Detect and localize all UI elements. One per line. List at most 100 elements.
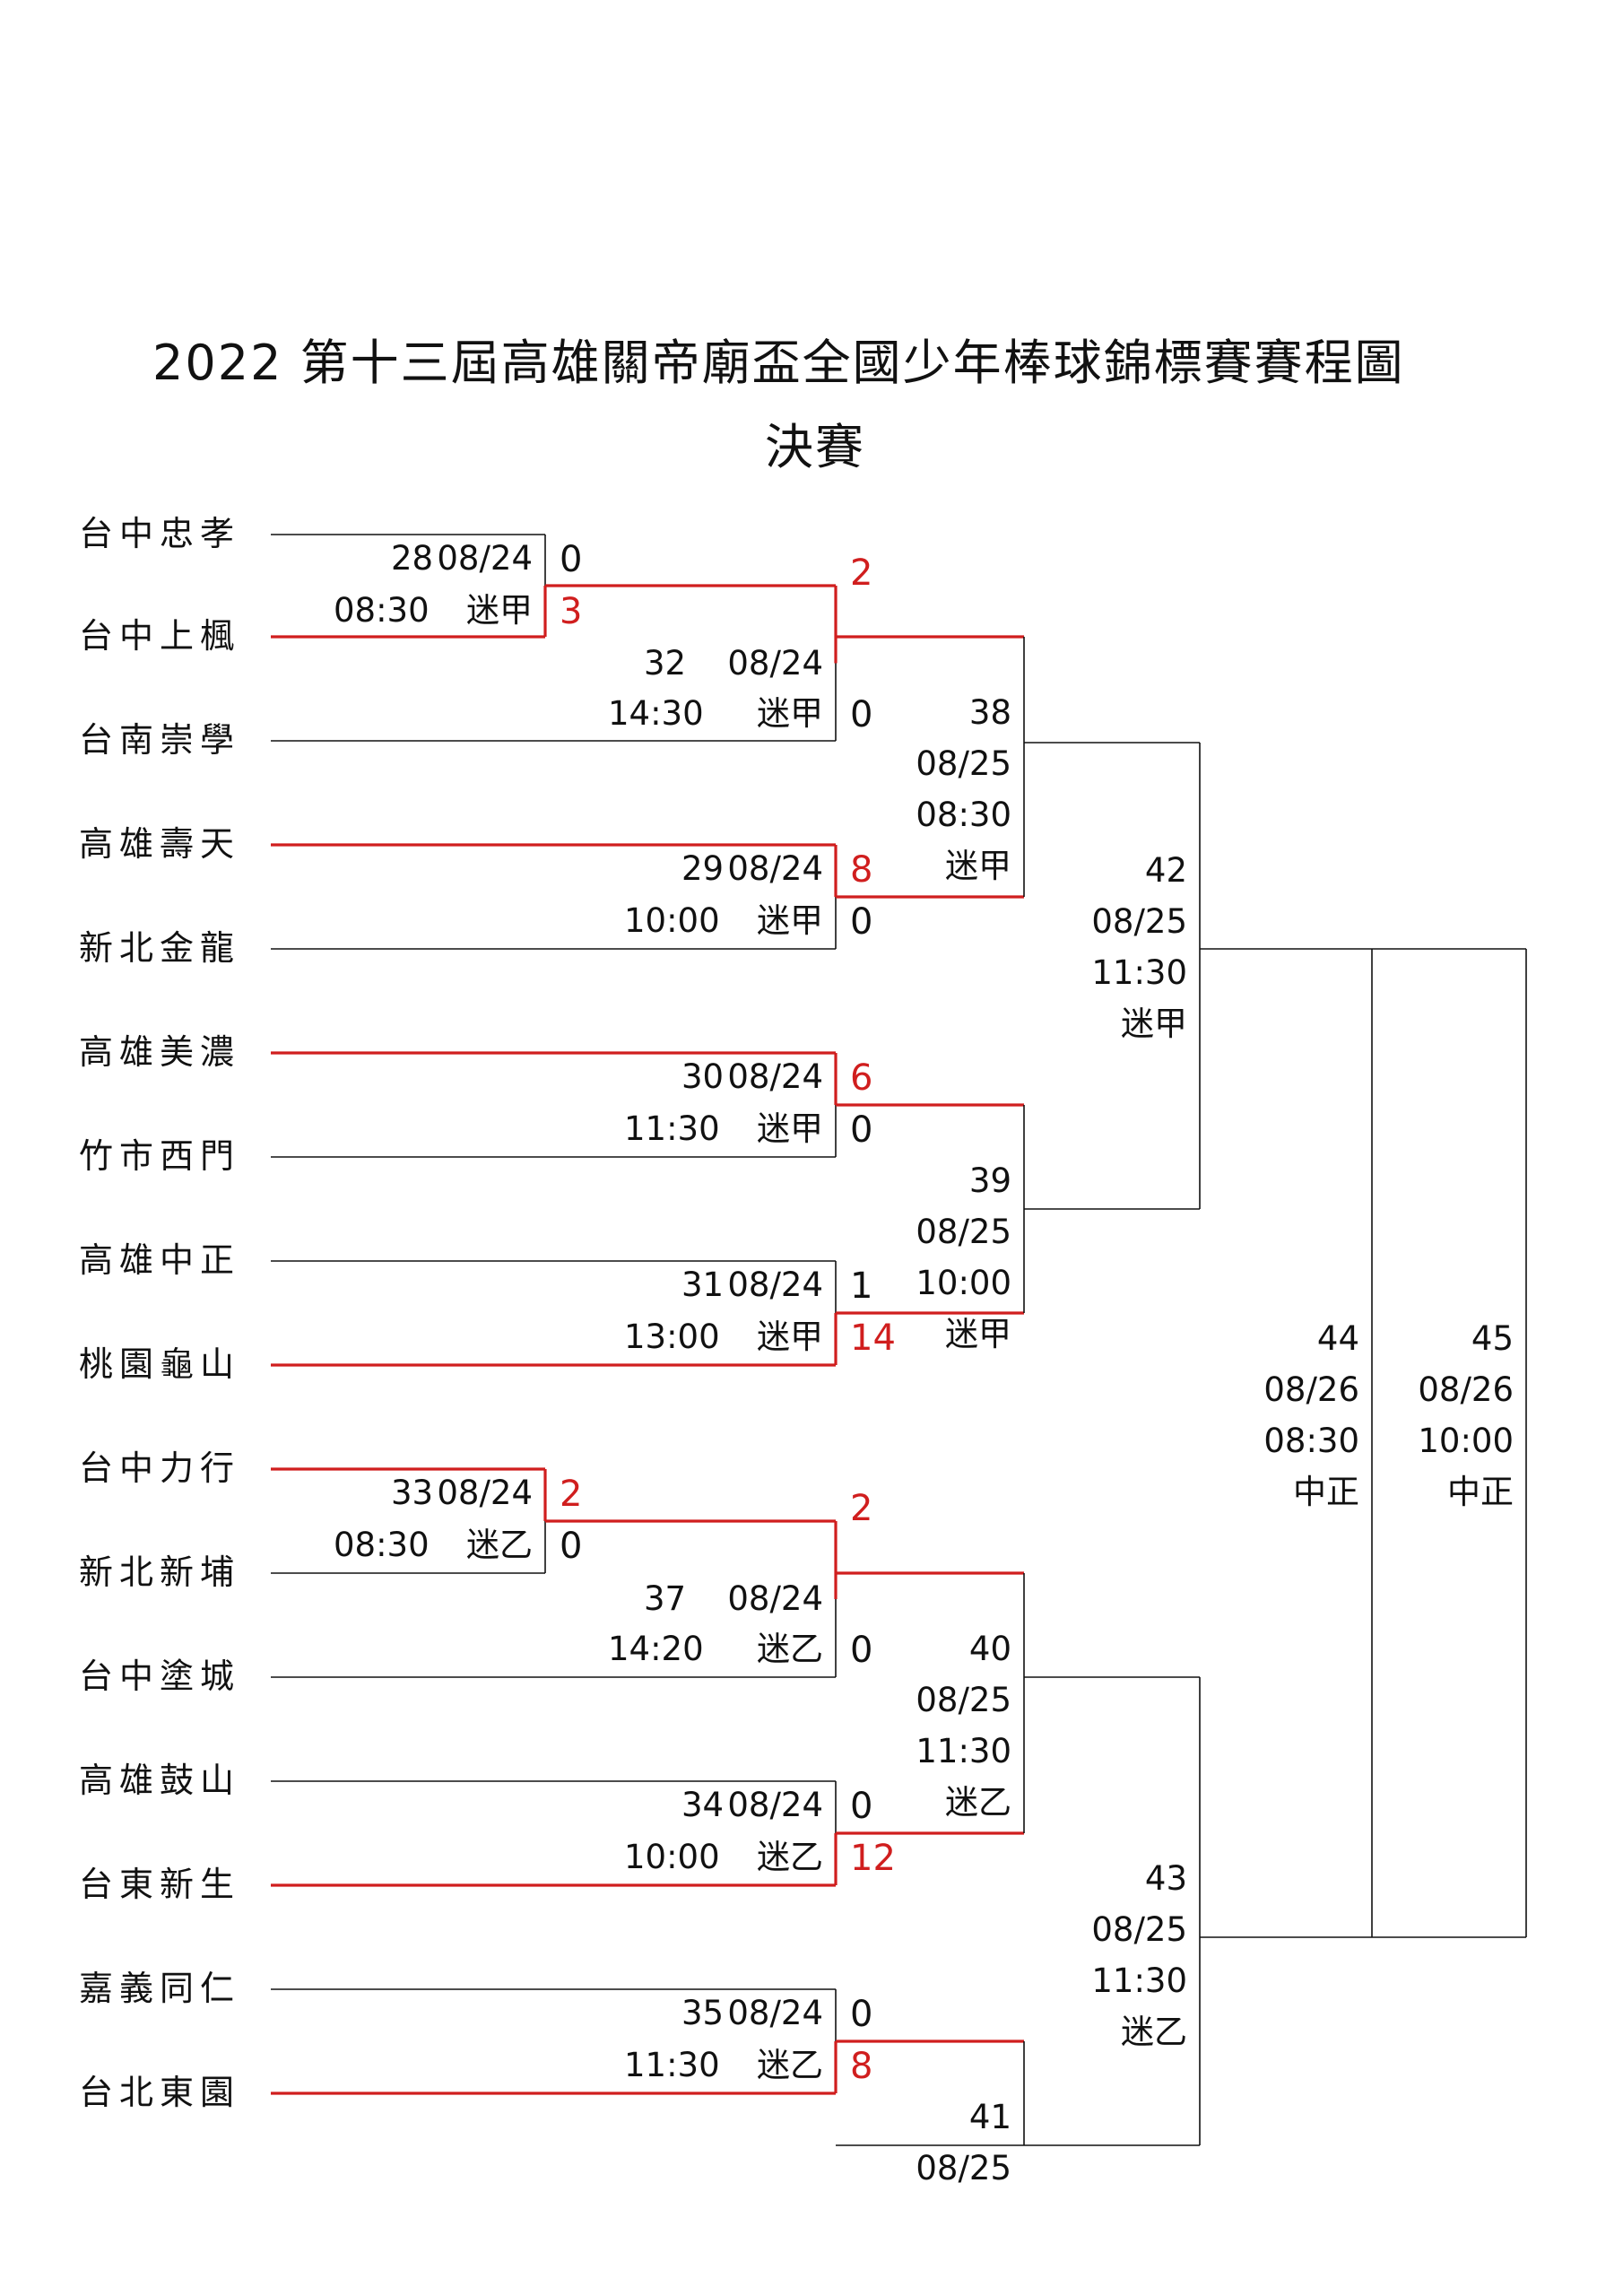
score-bottom: 0: [850, 694, 873, 735]
game-number: 30: [681, 1057, 725, 1096]
score-bottom: 14: [850, 1318, 896, 1359]
page-title: 2022 第十三屆高雄關帝廟盃全國少年棒球錦標賽賽程圖: [152, 335, 1405, 391]
game-date: 08/24: [437, 1474, 533, 1512]
game-date: 08/24: [727, 1057, 823, 1096]
team-name: 台中力行: [79, 1448, 241, 1488]
game-time: 11:30: [624, 1109, 720, 1148]
game-time: 08:30: [916, 796, 1011, 834]
score-bottom: 8: [850, 2046, 873, 2087]
score-top: 0: [850, 1786, 873, 1827]
team-name: 新北金龍: [79, 928, 241, 968]
game-date: 08/25: [1091, 902, 1187, 941]
game-field: 迷甲: [757, 694, 823, 733]
game-field: 迷乙: [466, 1526, 533, 1564]
game-number: 44: [1316, 1319, 1359, 1358]
game-time: 11:30: [624, 2046, 720, 2084]
game-number: 43: [1144, 1859, 1187, 1898]
page-subtitle: 決賽: [765, 419, 865, 475]
game-date: 08/24: [727, 1994, 823, 2032]
score-bottom: 0: [560, 1526, 583, 1567]
score-top: 2: [560, 1474, 583, 1515]
game-number: 39: [968, 1161, 1011, 1200]
game-time: 11:30: [1091, 953, 1187, 992]
game-time: 10:00: [624, 1838, 720, 1876]
game-field: 中正: [1293, 1473, 1359, 1511]
game-number: 41: [968, 2098, 1011, 2136]
team-name: 台中忠孝: [79, 514, 241, 553]
score-bottom: 0: [850, 1630, 873, 1671]
game-field: 迷乙: [1121, 2013, 1187, 2051]
game-date: 08/24: [727, 849, 823, 888]
team-name: 台中塗城: [79, 1657, 241, 1696]
game-date: 08/24: [727, 644, 823, 683]
game-time: 10:00: [1418, 1422, 1514, 1460]
game-field: 迷甲: [945, 847, 1011, 885]
team-name: 嘉義同仁: [79, 1969, 241, 2008]
game-time: 08:30: [1263, 1422, 1359, 1460]
game-number: 38: [968, 693, 1011, 732]
score-top: 1: [850, 1265, 873, 1307]
game-time: 10:00: [624, 901, 720, 940]
game-field: 迷甲: [945, 1315, 1011, 1353]
game-time: 14:30: [608, 694, 704, 733]
game-time: 08:30: [334, 1526, 430, 1564]
team-name: 台東新生: [79, 1865, 241, 1904]
game-date: 08/26: [1418, 1370, 1514, 1409]
score-top: 0: [850, 1994, 873, 2035]
game-time: 13:00: [624, 1318, 720, 1356]
game-time: 08:30: [334, 591, 430, 630]
game-date: 08/25: [916, 744, 1011, 783]
game-time: 10:00: [916, 1264, 1011, 1302]
game-number: 34: [681, 1786, 725, 1824]
team-name: 台北東園: [79, 2073, 241, 2112]
game-field: 中正: [1447, 1473, 1514, 1511]
team-name: 台中上楓: [79, 616, 241, 656]
game-number: 32: [644, 644, 687, 683]
score-top: 8: [850, 849, 873, 891]
score-bottom: 3: [560, 591, 583, 632]
team-name: 高雄鼓山: [79, 1761, 241, 1800]
game-field: 迷乙: [757, 2046, 823, 2084]
game-number: 40: [968, 1630, 1011, 1668]
game-date: 08/25: [1091, 1910, 1187, 1949]
game-date: 08/24: [727, 1265, 823, 1304]
score-bottom: 12: [850, 1838, 896, 1879]
team-name: 高雄壽天: [79, 824, 241, 864]
game-number: 45: [1471, 1319, 1514, 1358]
game-field: 迷乙: [757, 1838, 823, 1876]
game-date: 08/24: [437, 539, 533, 578]
team-name: 桃園龜山: [79, 1344, 241, 1384]
game-field: 迷乙: [757, 1630, 823, 1668]
score-top: 6: [850, 1057, 873, 1099]
game-number: 31: [681, 1265, 725, 1304]
game-field: 迷甲: [466, 591, 533, 630]
team-name: 竹市西門: [79, 1136, 241, 1176]
team-name: 高雄美濃: [79, 1032, 241, 1072]
game-date: 08/25: [916, 1213, 1011, 1251]
game-number: 37: [644, 1579, 687, 1618]
team-name: 新北新埔: [79, 1552, 241, 1592]
game-date: 08/26: [1263, 1370, 1359, 1409]
game-field: 迷甲: [757, 901, 823, 940]
game-time: 11:30: [1091, 1961, 1187, 2000]
game-time: 14:20: [608, 1630, 704, 1668]
team-name: 高雄中正: [79, 1240, 241, 1280]
game-number: 35: [681, 1994, 725, 2032]
game-field: 迷甲: [1121, 1004, 1187, 1043]
team-name: 台南崇學: [79, 720, 241, 760]
game-date: 08/24: [727, 1579, 823, 1618]
game-time: 11:30: [916, 1732, 1011, 1770]
score-bottom: 0: [850, 1109, 873, 1151]
score-top: 2: [850, 552, 873, 594]
game-number: 33: [391, 1474, 434, 1512]
game-field: 迷乙: [945, 1783, 1011, 1822]
game-number: 28: [391, 539, 434, 578]
game-field: 迷甲: [757, 1109, 823, 1148]
score-top: 0: [560, 539, 583, 580]
game-field: 迷甲: [757, 1318, 823, 1356]
score-top: 2: [850, 1488, 873, 1529]
game-date: 08/25: [916, 2149, 1011, 2187]
score-bottom: 0: [850, 901, 873, 943]
